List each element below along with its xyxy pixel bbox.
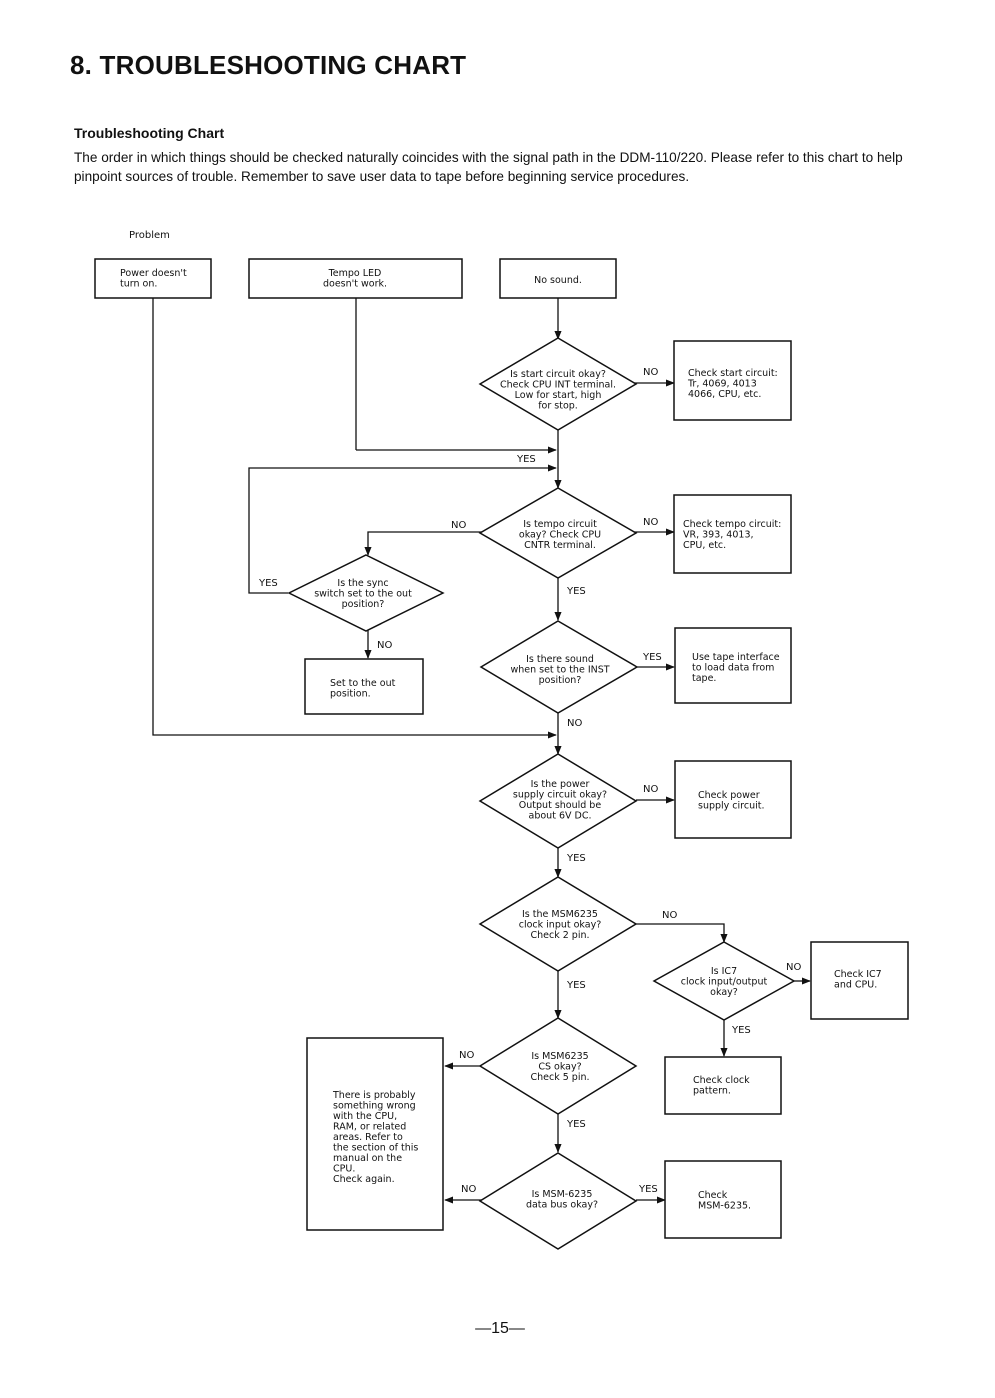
branch-label-yes: YES — [731, 1025, 751, 1036]
check-power-supply-box — [674, 760, 792, 839]
start-circuit-q-text: Is start circuit okay?Check CPU INT term… — [500, 369, 616, 412]
check-tempo-circuit-box — [673, 494, 792, 574]
branch-label-yes: YES — [566, 586, 586, 597]
ic7-clock-decision — [652, 941, 796, 1021]
cpu-ram-problem-box — [306, 1037, 444, 1231]
connector-lines — [152, 298, 811, 1204]
power-supply-decision — [478, 753, 638, 849]
sync-switch-decision — [287, 554, 445, 632]
branch-label-no: NO — [567, 718, 582, 729]
power-problem-box — [94, 258, 212, 299]
start-circuit-decision — [478, 337, 638, 431]
branch-label-yes: YES — [566, 853, 586, 864]
branch-label-no: NO — [643, 784, 658, 795]
intro-paragraph: The order in which things should be chec… — [74, 150, 903, 184]
branch-label-yes: YES — [258, 578, 278, 589]
clock-input-decision — [478, 876, 638, 972]
branch-label-no: NO — [459, 1050, 474, 1061]
branch-label-no: NO — [786, 962, 801, 973]
page-title: 8. TROUBLESHOOTING CHART — [70, 50, 467, 80]
check-start-circuit-box — [673, 340, 792, 421]
section-subtitle: Troubleshooting Chart — [74, 125, 225, 141]
check-msm6235-box — [664, 1160, 782, 1239]
check-ic7-box — [810, 941, 909, 1020]
tape-interface-box — [674, 627, 792, 704]
branch-label-yes: YES — [566, 980, 586, 991]
tempo-circuit-decision — [478, 487, 638, 579]
branch-label-yes: YES — [642, 652, 662, 663]
branch-label-no: NO — [451, 520, 466, 531]
branch-label-no: NO — [377, 640, 392, 651]
branch-label-no: NO — [643, 517, 658, 528]
branch-label-no: NO — [662, 910, 677, 921]
set-out-position-box — [304, 658, 424, 715]
branch-label-yes: YES — [516, 454, 536, 465]
branch-label-yes: YES — [566, 1119, 586, 1130]
cs-decision — [478, 1017, 638, 1115]
check-tempo-circuit-text: Check tempo circuit:VR, 393, 4013,CPU, e… — [683, 519, 781, 551]
no-sound-text: No sound. — [534, 275, 582, 286]
branch-label-yes: YES — [638, 1184, 658, 1195]
branch-label-no: NO — [461, 1184, 476, 1195]
check-clock-pattern-box — [664, 1056, 782, 1115]
page-number: —15— — [475, 1320, 525, 1337]
tempo-led-problem-box — [248, 258, 463, 299]
no-sound-box — [499, 258, 617, 299]
inst-sound-decision — [479, 620, 639, 714]
data-bus-decision — [478, 1152, 638, 1250]
branch-label-no: NO — [643, 367, 658, 378]
problem-label: Problem — [129, 230, 170, 241]
